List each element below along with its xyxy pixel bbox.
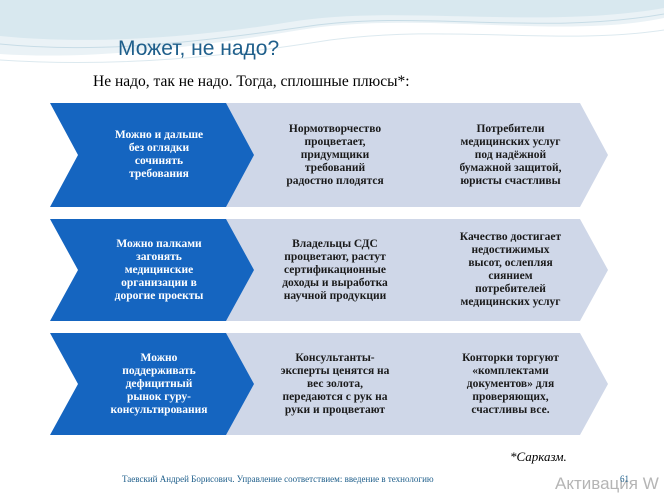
row1-col3-text: Потребители медицинских услуг под надёжн… — [459, 122, 562, 187]
footer-author: Таевский Андрей Борисович. Управление со… — [122, 474, 434, 484]
row3-col1-text: Можно поддерживать дефицитный рынок гуру… — [110, 351, 208, 416]
chevron-row1-col2 — [226, 103, 433, 207]
row2-col3-text: Качество достигает недостижимых высот, о… — [459, 231, 562, 308]
header-wave-decoration — [0, 0, 664, 64]
chevron-row3-col2 — [226, 333, 433, 435]
slide-subtitle: Не надо, так не надо. Тогда, сплошные пл… — [93, 73, 410, 90]
row2-col1-text: Можно палками загонять медицинские орган… — [114, 237, 204, 302]
row2-col2-text: Владельцы СДС процветают, растут сертифи… — [282, 237, 388, 302]
chevron-row2-col2 — [226, 219, 433, 321]
row1-col2-text: Нормотворчество процветает, придумщики т… — [286, 122, 384, 187]
row1-col1-text: Можно и дальше без оглядки сочинять треб… — [114, 129, 204, 180]
chevron-row1-col3 — [401, 103, 608, 207]
slide-title: Может, не надо? — [118, 37, 280, 60]
chevron-row1-col1 — [50, 103, 258, 207]
row3-col2-text: Консультанты- эксперты ценятся на вес зо… — [280, 351, 390, 416]
chevron-row3-col1 — [50, 333, 258, 435]
chevron-row2-col1 — [50, 219, 258, 321]
chevron-row2-col3 — [401, 219, 608, 321]
activation-watermark: Активация W — [555, 474, 659, 493]
chevron-row3-col3 — [401, 333, 608, 435]
page-number: 61 — [620, 474, 629, 484]
footnote: *Сарказм. — [510, 449, 567, 464]
row3-col3-text: Конторки торгуют «комплектами документов… — [462, 351, 559, 416]
